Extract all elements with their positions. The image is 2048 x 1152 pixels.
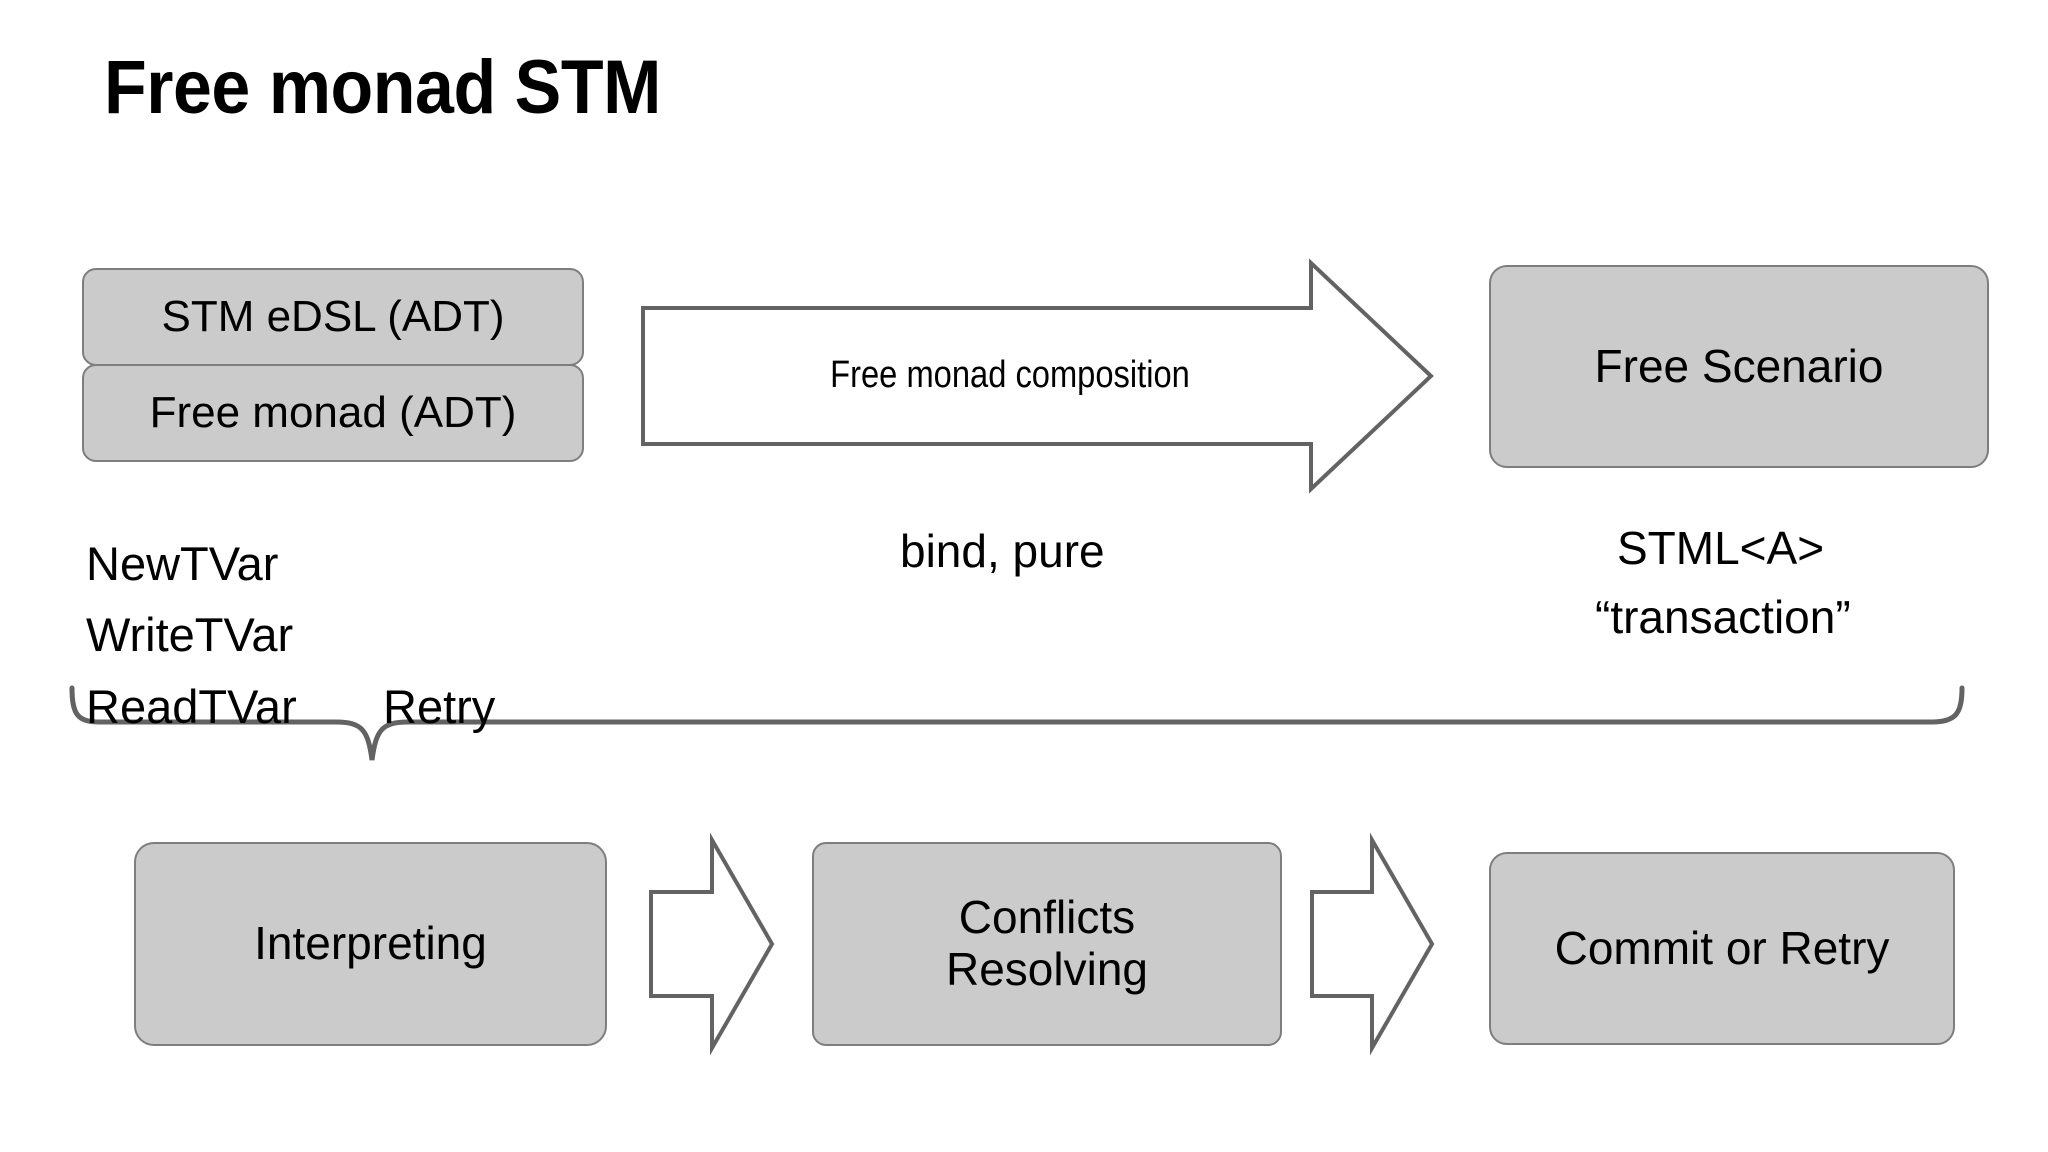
free-scenario-box-label: Free Scenario [1594, 339, 1884, 392]
term-readtvar: ReadTVar [86, 680, 297, 733]
conflicts-resolving-box-line-1: Conflicts [958, 891, 1136, 944]
stm-edsl-box[interactable]: STM eDSL (ADT) [82, 268, 584, 366]
bottom-arrow-2-icon [1310, 832, 1435, 1056]
page-title: Free monad STM [104, 45, 661, 130]
bottom-arrow-1-icon [649, 832, 775, 1056]
term-transaction-quote: “transaction” [1595, 591, 1851, 643]
free-monad-box-label: Free monad (ADT) [149, 388, 517, 438]
interpreting-box[interactable]: Interpreting [134, 842, 607, 1046]
interpreting-box-label: Interpreting [254, 917, 487, 970]
term-writetvar: WriteTVar [86, 608, 294, 661]
term-retry: Retry [383, 680, 496, 733]
term-stml-type: STML<A> [1617, 522, 1825, 574]
free-monad-box[interactable]: Free monad (ADT) [82, 364, 584, 462]
commit-or-retry-box[interactable]: Commit or Retry [1489, 852, 1955, 1045]
term-newtvar: NewTVar [86, 537, 279, 590]
stm-edsl-box-label: STM eDSL (ADT) [161, 292, 505, 342]
commit-or-retry-box-label: Commit or Retry [1554, 921, 1890, 974]
conflicts-resolving-box[interactable]: Conflicts Resolving [812, 842, 1282, 1046]
term-bind-pure: bind, pure [900, 525, 1105, 577]
curly-brace-connector [69, 685, 1965, 761]
conflicts-resolving-box-line-2: Resolving [946, 943, 1148, 995]
free-monad-composition-label: Free monad composition [830, 354, 1190, 396]
free-scenario-box[interactable]: Free Scenario [1489, 265, 1989, 468]
